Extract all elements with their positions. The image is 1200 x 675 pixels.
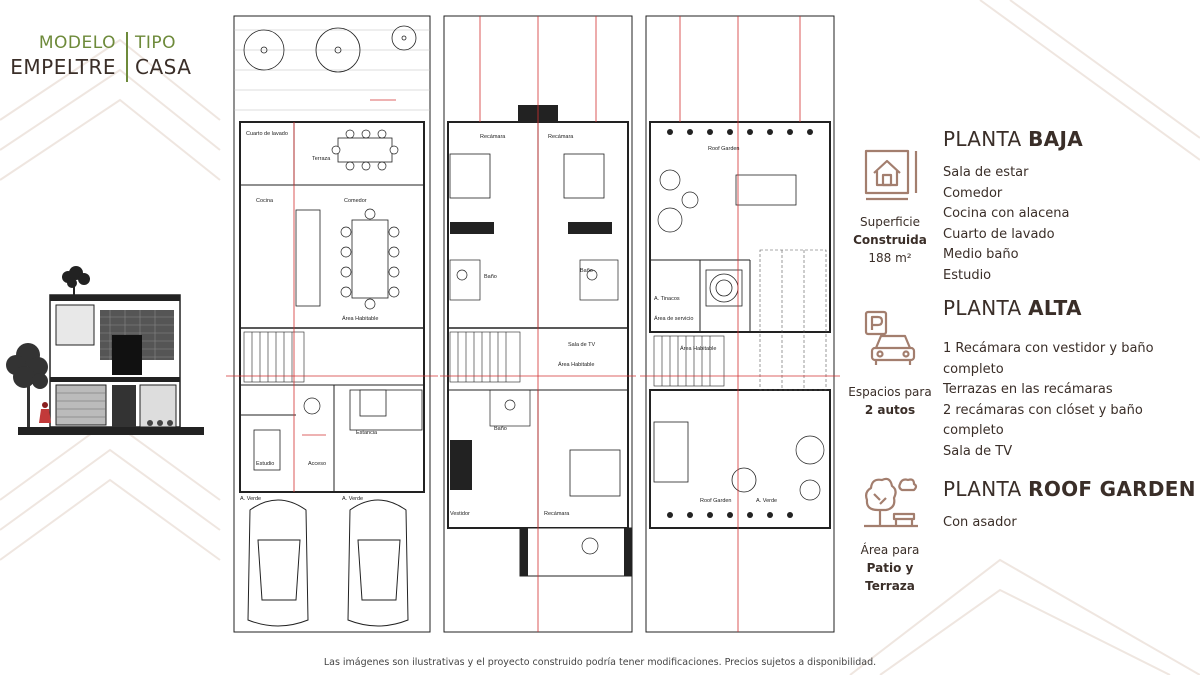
label-area-servicio: Área de servicio xyxy=(654,315,693,322)
section-title-baja: PLANTA BAJA xyxy=(943,127,1083,151)
label-recamara-bottom: Recámara xyxy=(544,511,570,517)
section-title-roof-strong: ROOF GARDEN xyxy=(1028,477,1196,501)
feature-patio: Área para Patio y Terraza xyxy=(840,541,940,595)
section-title-alta-light: PLANTA xyxy=(943,296,1022,320)
modelo-label: MODELO xyxy=(38,33,116,53)
floor-plan-baja: Cuarto de lavado Terraza Cocina Comedor … xyxy=(226,10,438,638)
label-roof-garden: Roof Garden xyxy=(708,146,740,152)
label-verde-roof: A. Verde xyxy=(756,498,777,504)
list-item: Sala de TV xyxy=(943,443,1013,459)
label-bano-bottom: Baño xyxy=(494,426,507,432)
feature-superficie: Superficie Construida 188 m² xyxy=(840,213,940,267)
floor-plan-alta-drawing: Recámara Recámara Baño Baño Sala de TV Á… xyxy=(440,15,636,633)
label-roof-garden-bottom: Roof Garden xyxy=(700,498,732,504)
section-title-alta-strong: ALTA xyxy=(1028,296,1082,320)
list-item: Comedor xyxy=(943,185,1003,201)
label-recamara-left: Recámara xyxy=(480,134,506,140)
modelo-block: MODELO EMPELTRE xyxy=(8,32,116,80)
list-item: 1 Recámara con vestidor y baño completo xyxy=(943,341,1154,377)
list-item: Medio baño xyxy=(943,247,1019,262)
floor-plan-roof-drawing: Roof Garden A. Tinacos Área de servicio … xyxy=(640,15,840,633)
label-bano-left: Baño xyxy=(484,274,497,280)
label-area-habitable-alta: Área Habitable xyxy=(558,361,594,368)
label-area-habitable-roof: Área Habitable xyxy=(680,345,716,352)
brand-header: MODELO EMPELTRE TIPO CASA xyxy=(8,32,208,88)
feature-espacios-line2: 2 autos xyxy=(864,403,916,417)
feature-superficie-line3: 188 m² xyxy=(868,251,912,265)
house-elevation-drawing xyxy=(6,266,204,435)
label-estancia: Estancia xyxy=(356,430,378,436)
label-estudio: Estudio xyxy=(256,461,274,467)
floor-plan-roof: Roof Garden A. Tinacos Área de servicio … xyxy=(640,10,840,638)
modelo-value: EMPELTRE xyxy=(10,55,116,79)
label-verde-left: A. Verde xyxy=(240,496,261,502)
label-area-habitable: Área Habitable xyxy=(342,315,378,322)
label-bano-right: Baño xyxy=(580,268,593,274)
label-verde-right: A. Verde xyxy=(342,496,363,502)
section-title-baja-strong: BAJA xyxy=(1028,127,1083,151)
tipo-value: CASA xyxy=(135,55,192,79)
label-tinacos: A. Tinacos xyxy=(654,296,680,302)
feature-superficie-line2: Construida xyxy=(853,233,927,247)
feature-espacios: Espacios para 2 autos xyxy=(840,383,940,419)
list-planta-roof: Con asador xyxy=(943,513,1193,534)
floor-plan-alta: Recámara Recámara Baño Baño Sala de TV Á… xyxy=(440,10,636,638)
label-sala-tv: Sala de TV xyxy=(568,342,595,348)
label-cocina: Cocina xyxy=(256,198,274,204)
tree-bench-icon xyxy=(864,477,918,528)
label-acceso: Acceso xyxy=(308,461,326,467)
floor-plan-baja-drawing: Cuarto de lavado Terraza Cocina Comedor … xyxy=(226,15,438,633)
section-title-baja-light: PLANTA xyxy=(943,127,1022,151)
list-planta-baja: Sala de estar Comedor Cocina con alacena… xyxy=(943,163,1193,286)
list-item: Estudio xyxy=(943,267,992,283)
label-terraza: Terraza xyxy=(312,156,331,162)
section-title-roof-light: PLANTA xyxy=(943,477,1022,501)
feature-espacios-line1: Espacios para xyxy=(848,385,932,399)
list-item: 2 recámaras con clóset y baño completo xyxy=(943,402,1143,439)
brand-divider xyxy=(126,32,128,82)
list-planta-alta: 1 Recámara con vestidor y baño completo … xyxy=(943,339,1193,462)
house-area-icon xyxy=(864,149,918,201)
label-vestidor: Vestidor xyxy=(450,511,470,517)
feature-patio-line2: Patio y Terraza xyxy=(865,561,915,593)
label-cuarto-lavado: Cuarto de lavado xyxy=(246,131,288,137)
list-item: Terrazas en las recámaras xyxy=(943,382,1113,397)
feature-patio-line1: Área para xyxy=(860,543,920,557)
list-item: Cocina con alacena xyxy=(943,206,1070,221)
tipo-label: TIPO xyxy=(135,33,177,53)
feature-superficie-line1: Superficie xyxy=(859,215,921,229)
label-comedor: Comedor xyxy=(344,198,367,204)
section-title-alta: PLANTA ALTA xyxy=(943,296,1082,320)
tipo-block: TIPO CASA xyxy=(135,32,215,80)
label-recamara-right: Recámara xyxy=(548,134,574,140)
section-title-roof: PLANTA ROOF GARDEN xyxy=(943,477,1196,501)
parking-car-icon xyxy=(864,310,916,365)
list-item: Con asador xyxy=(943,515,1017,530)
list-item: Cuarto de lavado xyxy=(943,226,1055,242)
list-item: Sala de estar xyxy=(943,165,1029,180)
disclaimer-text: Las imágenes son ilustrativas y el proye… xyxy=(323,657,877,668)
